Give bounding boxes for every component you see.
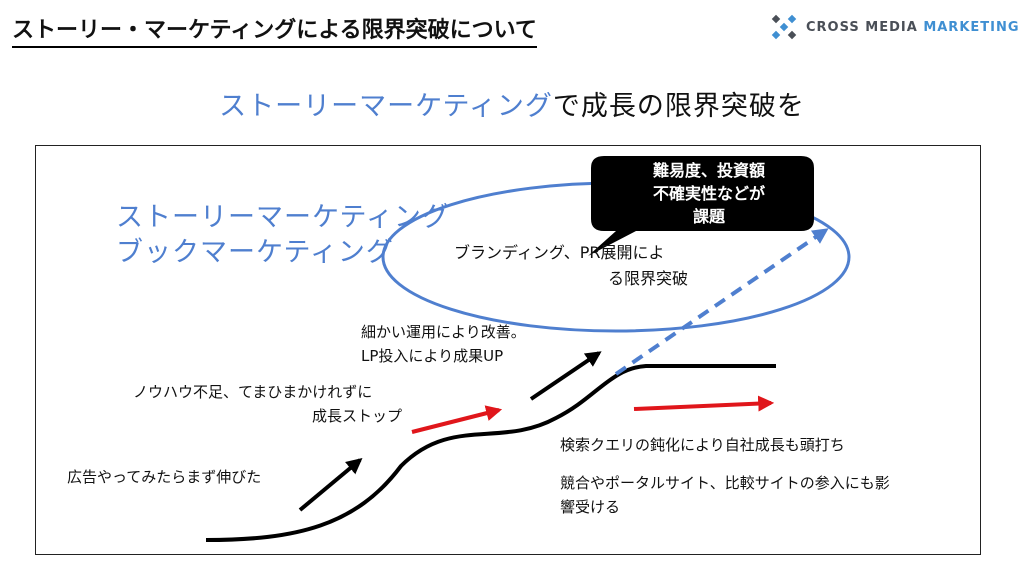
diagram-frame: 難易度、投資額 不確実性などが 課題 ストーリーマーケティング ブックマーケティ… xyxy=(35,145,981,555)
knowhow-label-line-2: 成長ストップ xyxy=(312,407,403,425)
plateau-arrow xyxy=(633,395,775,412)
ad-growth-arrow xyxy=(298,457,363,512)
breakthrough-dashed-arrow xyxy=(614,228,829,376)
stagnation-arrow xyxy=(411,405,503,434)
main-title: ストーリーマーケティングで成長の限界突破を xyxy=(0,84,1024,123)
improvement-label-line-1: 細かい運用により改善。 xyxy=(361,323,526,341)
main-title-highlight: ストーリーマーケティング xyxy=(219,91,553,122)
story-marketing-label: ストーリーマーケティング xyxy=(116,202,450,233)
improvement-arrow xyxy=(529,351,602,401)
growth-curve xyxy=(205,364,776,542)
company-logo: CROSS MEDIA MARKETING xyxy=(770,12,1020,42)
improvement-label-line-2: LP投入により成果UP xyxy=(361,347,504,365)
growth-diagram xyxy=(205,156,851,542)
logo-text: CROSS MEDIA MARKETING xyxy=(806,19,1020,35)
callout-text: 難易度、投資額 不確実性などが 課題 xyxy=(652,161,765,226)
knowhow-label-line-1: ノウハウ不足、てまひまかけれずに xyxy=(133,383,373,401)
main-title-rest: で成長の限界突破を xyxy=(552,91,805,122)
page-header-title: ストーリー・マーケティングによる限界突破について xyxy=(12,12,537,48)
ellipse-text-line-1: ブランディング、PR展開によ xyxy=(454,243,665,262)
cross-media-logo-icon xyxy=(771,14,797,40)
ellipse-text-line-2: る限界突破 xyxy=(608,269,689,288)
book-marketing-label: ブックマーケティング xyxy=(116,237,394,268)
challenge-callout-bubble xyxy=(588,156,814,256)
search-plateau-label: 検索クエリの鈍化により自社成長も頭打ち xyxy=(560,436,845,454)
ad-growth-label: 広告やってみたらまず伸びた xyxy=(67,468,262,486)
competition-label-line-2: 響受ける xyxy=(560,498,621,516)
competition-label-line-1: 競合やポータルサイト、比較サイトの参入にも影 xyxy=(560,474,890,492)
